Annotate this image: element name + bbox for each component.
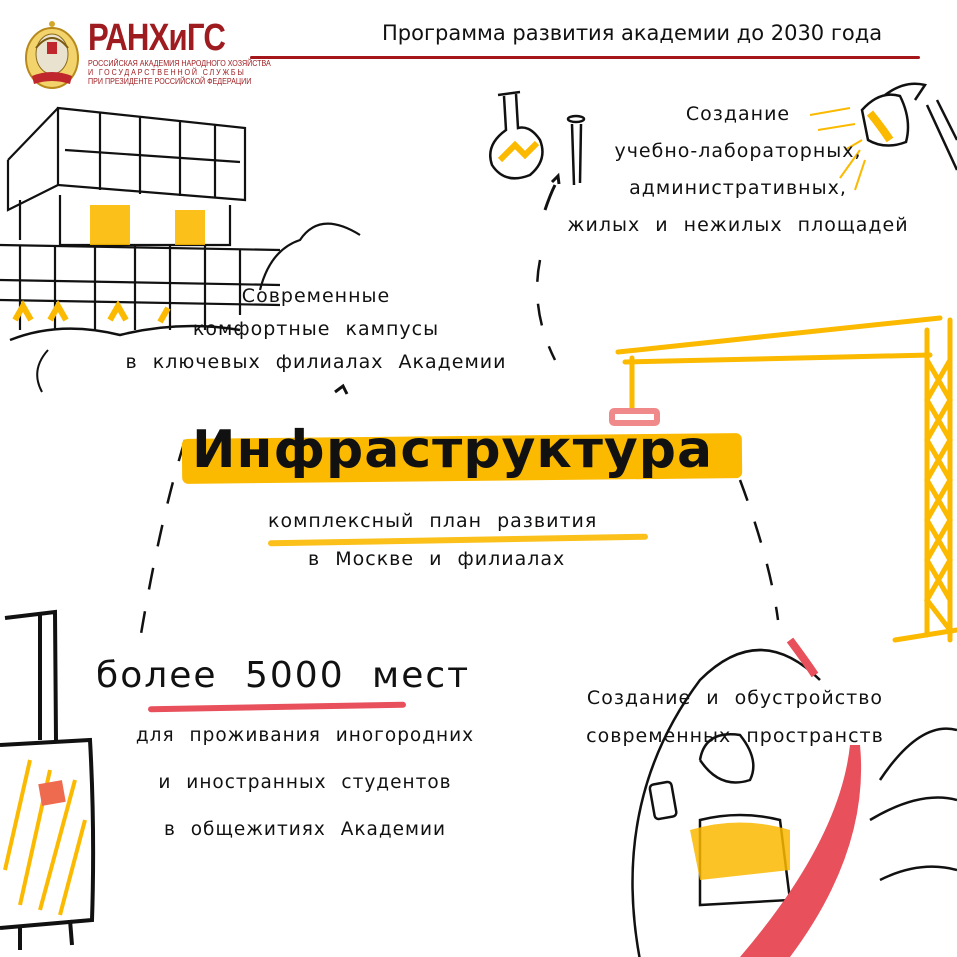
- logo-subtitle-line-1: РОССИЙСКАЯ АКАДЕМИЯ НАРОДНОГО ХОЗЯЙСТВА: [88, 58, 271, 68]
- main-subtitle-line-1: комплексный план развития: [268, 510, 598, 532]
- labs-line-4: жилых и нежилых площадей: [567, 214, 909, 236]
- dorms-text: для проживания иногородних и иностранных…: [100, 712, 510, 853]
- campuses-line-3: в ключевых филиалах Академии: [125, 351, 507, 373]
- campuses-line-1: Современные: [241, 285, 391, 307]
- main-subtitle-line-2: в Москве и филиалах: [308, 548, 566, 570]
- page-header-title: Программа развития академии до 2030 года: [382, 21, 883, 45]
- labs-line-2: учебно-лабораторных,: [614, 140, 862, 162]
- logo-title: РАНХиГС: [88, 17, 226, 59]
- campuses-line-2: комфортные кампусы: [192, 318, 440, 340]
- spaces-line-1: Создание и обустройство: [586, 687, 884, 709]
- campuses-text: Современные комфортные кампусы в ключевы…: [86, 280, 546, 379]
- labs-line-3: административных,: [629, 177, 847, 199]
- crane-icon: [615, 315, 957, 643]
- spaces-text: Создание и обустройство современных прос…: [555, 679, 915, 755]
- suitcase-icon: [0, 609, 96, 950]
- header-underline: [250, 56, 920, 59]
- labs-text: Создание учебно-лабораторных, администра…: [528, 96, 948, 244]
- dorms-line-2: и иностранных студентов: [158, 772, 452, 793]
- coat-of-arms-icon: [22, 18, 82, 92]
- spaces-line-2: современных пространств: [586, 725, 884, 747]
- main-title: Инфраструктура: [192, 420, 714, 480]
- logo-subtitle-line-2: И ГОСУДАРСТВЕННОЙ СЛУЖБЫ: [88, 67, 246, 77]
- labs-line-1: Создание: [685, 103, 791, 125]
- lab-icons: [489, 82, 957, 211]
- dorms-line-3: в общежитиях Академии: [163, 819, 447, 840]
- building-icon: [0, 106, 361, 393]
- dorms-headline: более 5000 мест: [96, 655, 471, 696]
- logo-subtitle-line-3: ПРИ ПРЕЗИДЕНТЕ РОССИЙСКОЙ ФЕДЕРАЦИИ: [88, 76, 252, 86]
- dorms-line-1: для проживания иногородних: [135, 725, 475, 746]
